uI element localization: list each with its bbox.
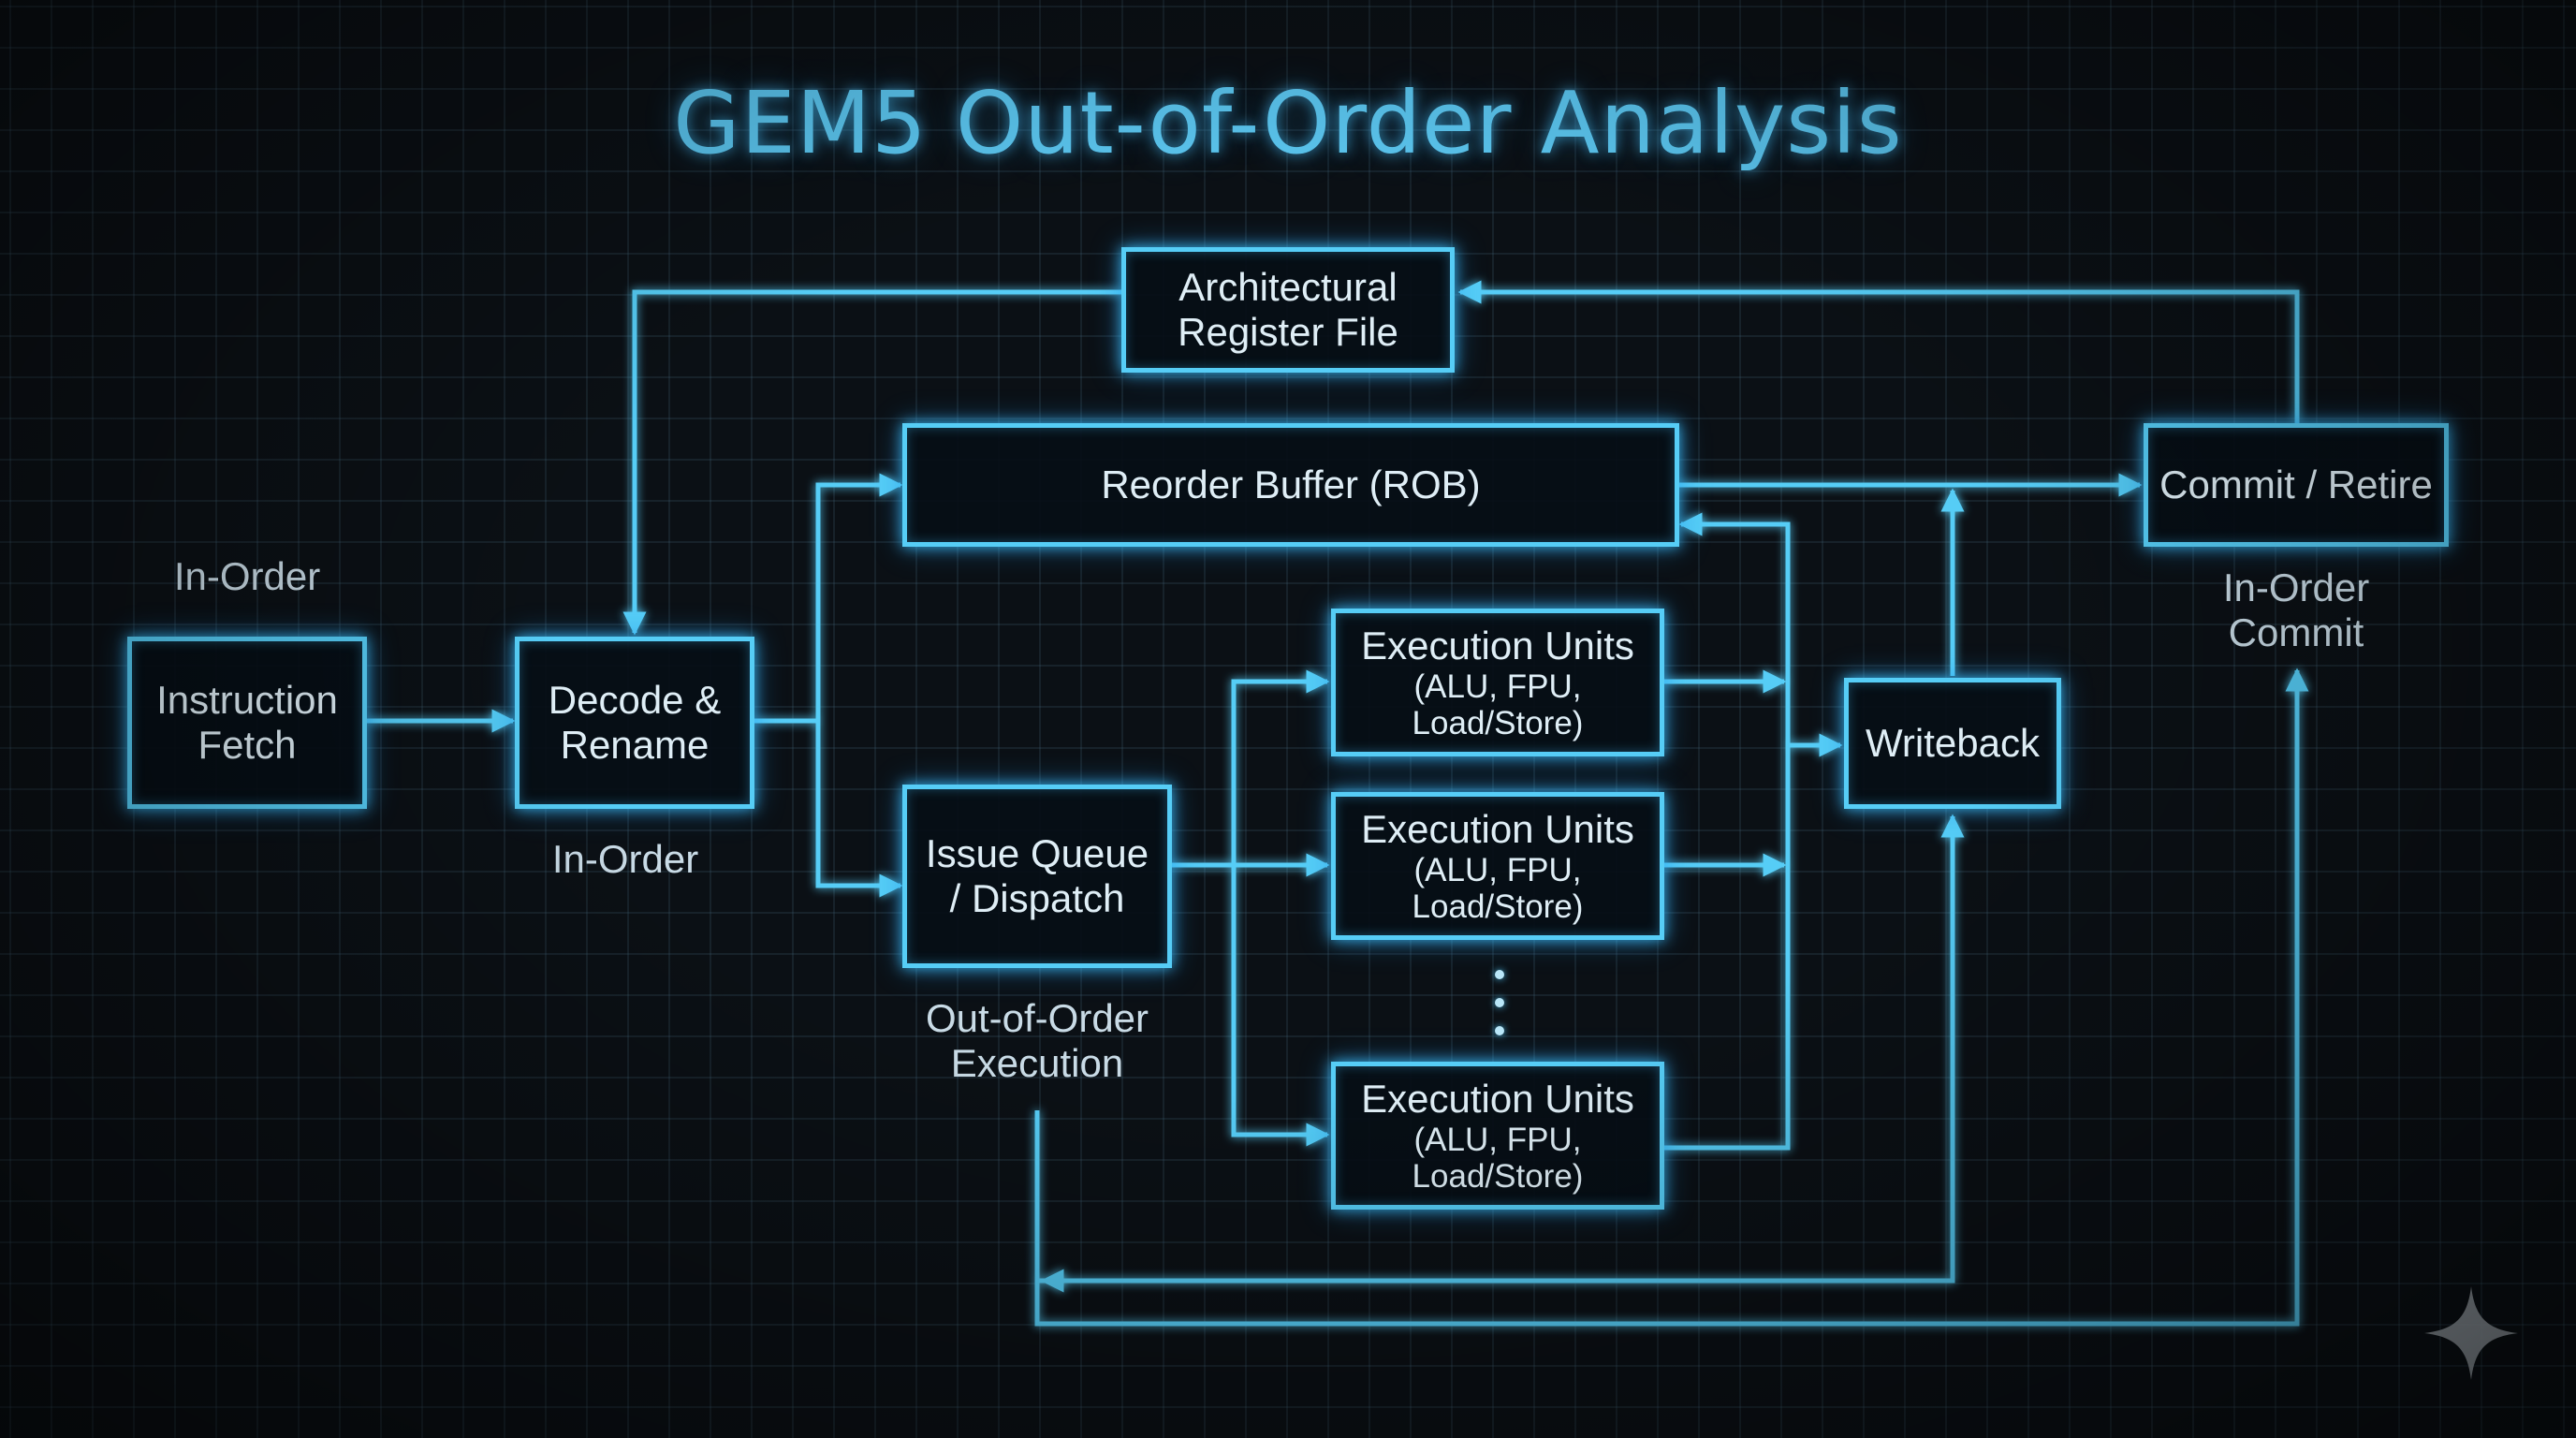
- label-decode-in-order-text: In-Order: [551, 837, 699, 881]
- node-architectural-register-file-line1: Architectural: [1178, 264, 1398, 309]
- edge-decode-to-issue: [815, 721, 903, 898]
- node-execution-units-3-sub1: (ALU, FPU,: [1413, 1121, 1582, 1158]
- node-decode-rename-line2: Rename: [560, 723, 710, 767]
- node-issue-queue-line2: / Dispatch: [949, 876, 1125, 920]
- vertical-ellipsis-icon: [1495, 970, 1504, 1035]
- label-out-of-order-line1: Out-of-Order: [925, 996, 1149, 1040]
- node-reorder-buffer-label: Reorder Buffer (ROB): [1101, 462, 1481, 506]
- node-issue-queue-line1: Issue Queue: [925, 830, 1149, 875]
- sparkle-icon: [2424, 1286, 2518, 1380]
- node-instruction-fetch: Instruction Fetch: [127, 637, 367, 809]
- node-execution-units-1-sub2: Load/Store): [1412, 705, 1584, 742]
- node-writeback-label: Writeback: [1866, 720, 2040, 765]
- node-commit-retire-label: Commit / Retire: [2159, 462, 2433, 506]
- edge-issue-to-exec3: [1231, 865, 1330, 1147]
- node-instruction-fetch-line1: Instruction: [156, 677, 338, 722]
- label-out-of-order-execution: Out-of-Order Execution: [884, 996, 1191, 1087]
- node-issue-queue: Issue Queue / Dispatch: [902, 785, 1172, 968]
- node-execution-units-1: Execution Units (ALU, FPU, Load/Store): [1331, 609, 1664, 756]
- node-execution-units-2-title: Execution Units: [1361, 806, 1634, 851]
- label-decode-in-order: In-Order: [505, 837, 745, 882]
- label-in-order-commit: In-Order Commit: [2144, 565, 2449, 656]
- edge-exec-bus-to-rob: [1662, 512, 1791, 1151]
- node-execution-units-3-sub2: Load/Store): [1412, 1158, 1584, 1196]
- node-execution-units-3: Execution Units (ALU, FPU, Load/Store): [1331, 1062, 1664, 1210]
- node-execution-units-1-sub1: (ALU, FPU,: [1413, 668, 1582, 705]
- node-architectural-register-file: Architectural Register File: [1121, 247, 1455, 373]
- node-commit-retire: Commit / Retire: [2144, 423, 2449, 547]
- node-execution-units-2: Execution Units (ALU, FPU, Load/Store): [1331, 792, 1664, 940]
- edge-decode-to-rob: [754, 473, 903, 724]
- node-decode-rename: Decode & Rename: [515, 637, 754, 809]
- label-in-order-commit-line2: Commit: [2228, 610, 2364, 655]
- edge-commit-to-regfile: [1457, 280, 2300, 423]
- node-execution-units-2-sub2: Load/Store): [1412, 888, 1584, 926]
- node-architectural-register-file-line2: Register File: [1178, 310, 1398, 354]
- label-fetch-in-order: In-Order: [127, 554, 367, 599]
- node-instruction-fetch-line2: Fetch: [198, 723, 297, 767]
- node-decode-rename-line1: Decode &: [548, 677, 722, 722]
- edge-issue-to-exec1: [1231, 669, 1330, 865]
- node-execution-units-3-title: Execution Units: [1361, 1076, 1634, 1121]
- node-execution-units-1-title: Execution Units: [1361, 623, 1634, 668]
- node-writeback: Writeback: [1844, 678, 2061, 809]
- label-in-order-commit-line1: In-Order: [2222, 565, 2370, 609]
- edge-loop-to-commit: [1034, 668, 2309, 1327]
- label-out-of-order-line2: Execution: [950, 1041, 1124, 1086]
- node-reorder-buffer: Reorder Buffer (ROB): [902, 423, 1679, 547]
- node-execution-units-2-sub1: (ALU, FPU,: [1413, 851, 1582, 888]
- label-fetch-in-order-text: In-Order: [173, 554, 321, 598]
